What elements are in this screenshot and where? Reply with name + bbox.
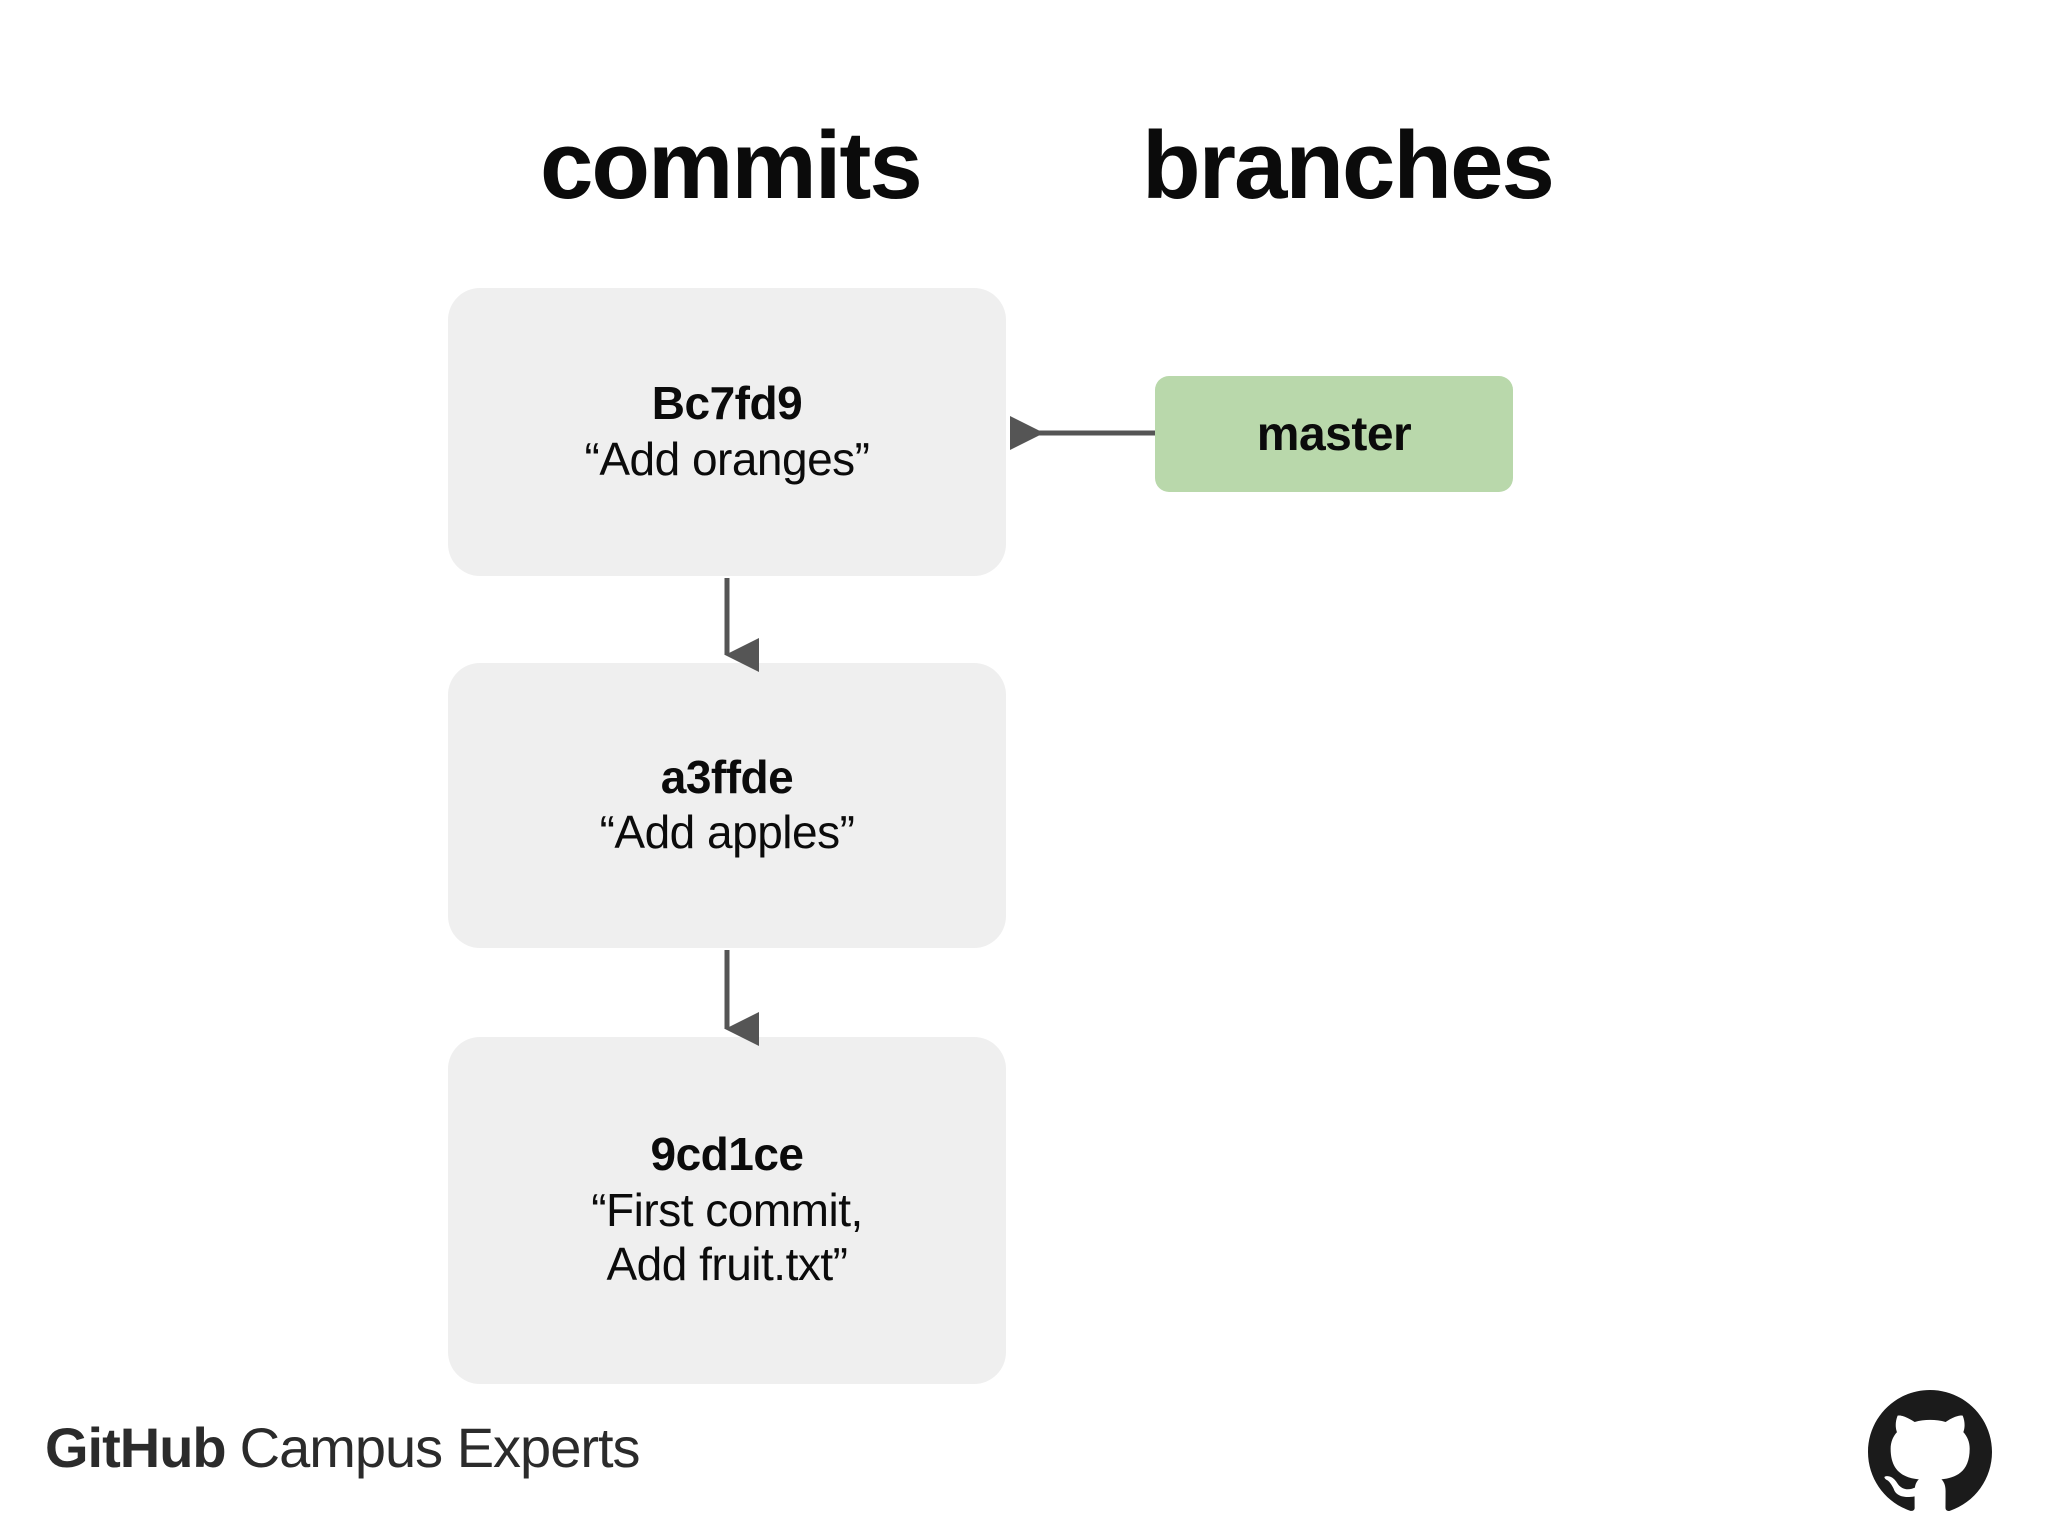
- octocat-icon: [1868, 1390, 1992, 1511]
- commit-message: “Add apples”: [599, 806, 855, 859]
- branch-label-text: master: [1256, 407, 1412, 461]
- footer-brand-github: GitHub: [45, 1416, 227, 1479]
- commit-card[interactable]: 9cd1ce “First commit, Add fruit.txt”: [448, 1037, 1006, 1384]
- column-heading-branches: branches: [1142, 112, 1555, 219]
- branch-label-master[interactable]: master: [1155, 376, 1513, 492]
- commit-sha: Bc7fd9: [651, 377, 803, 430]
- footer-brand-campus-experts: Campus Experts: [239, 1416, 641, 1479]
- commit-card[interactable]: Bc7fd9 “Add oranges”: [448, 288, 1006, 576]
- commit-sha: 9cd1ce: [650, 1128, 804, 1181]
- commit-card[interactable]: a3ffde “Add apples”: [448, 663, 1006, 948]
- commit-message: “First commit, Add fruit.txt”: [591, 1183, 863, 1291]
- commit-message: “Add oranges”: [584, 432, 871, 485]
- column-heading-commits: commits: [540, 112, 923, 219]
- commit-sha: a3ffde: [660, 750, 794, 803]
